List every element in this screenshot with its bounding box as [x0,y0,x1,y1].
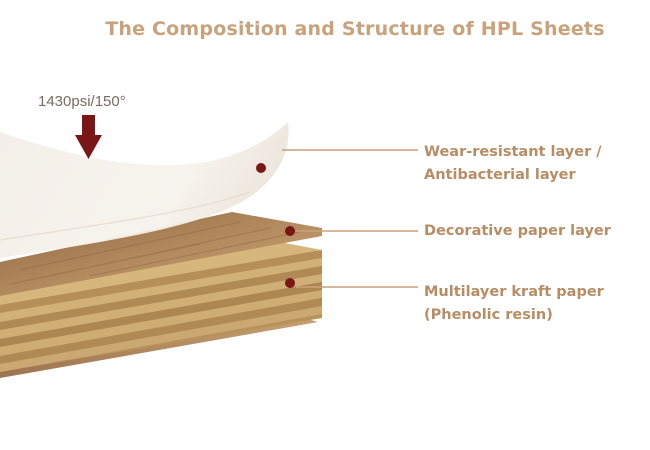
decorative-layer-label: Decorative paper layer [424,220,611,243]
wear-layer-label: Wear-resistant layer / Antibacterial lay… [424,141,602,187]
wear-resistant-sheet [0,122,289,258]
pressure-arrow-icon [75,115,102,159]
wear-layer-callout [256,149,418,173]
kraft-layer-callout [285,278,418,288]
kraft-paper-stack [0,236,322,372]
diagram-title: The Composition and Structure of HPL She… [105,18,605,40]
pressure-label: 1430psi/150° [38,93,126,110]
wear-layer-label-line2: Antibacterial layer [424,167,576,183]
decorative-layer-label-line1: Decorative paper layer [424,223,611,239]
decorative-layer-callout [285,226,418,236]
kraft-layer-label: Multilayer kraft paper (Phenolic resin) [424,281,604,327]
kraft-layer-label-line2: (Phenolic resin) [424,307,553,323]
kraft-layer-label-line1: Multilayer kraft paper [424,284,604,300]
decorative-wood-layer [0,212,322,296]
wear-layer-label-line1: Wear-resistant layer / [424,144,602,160]
